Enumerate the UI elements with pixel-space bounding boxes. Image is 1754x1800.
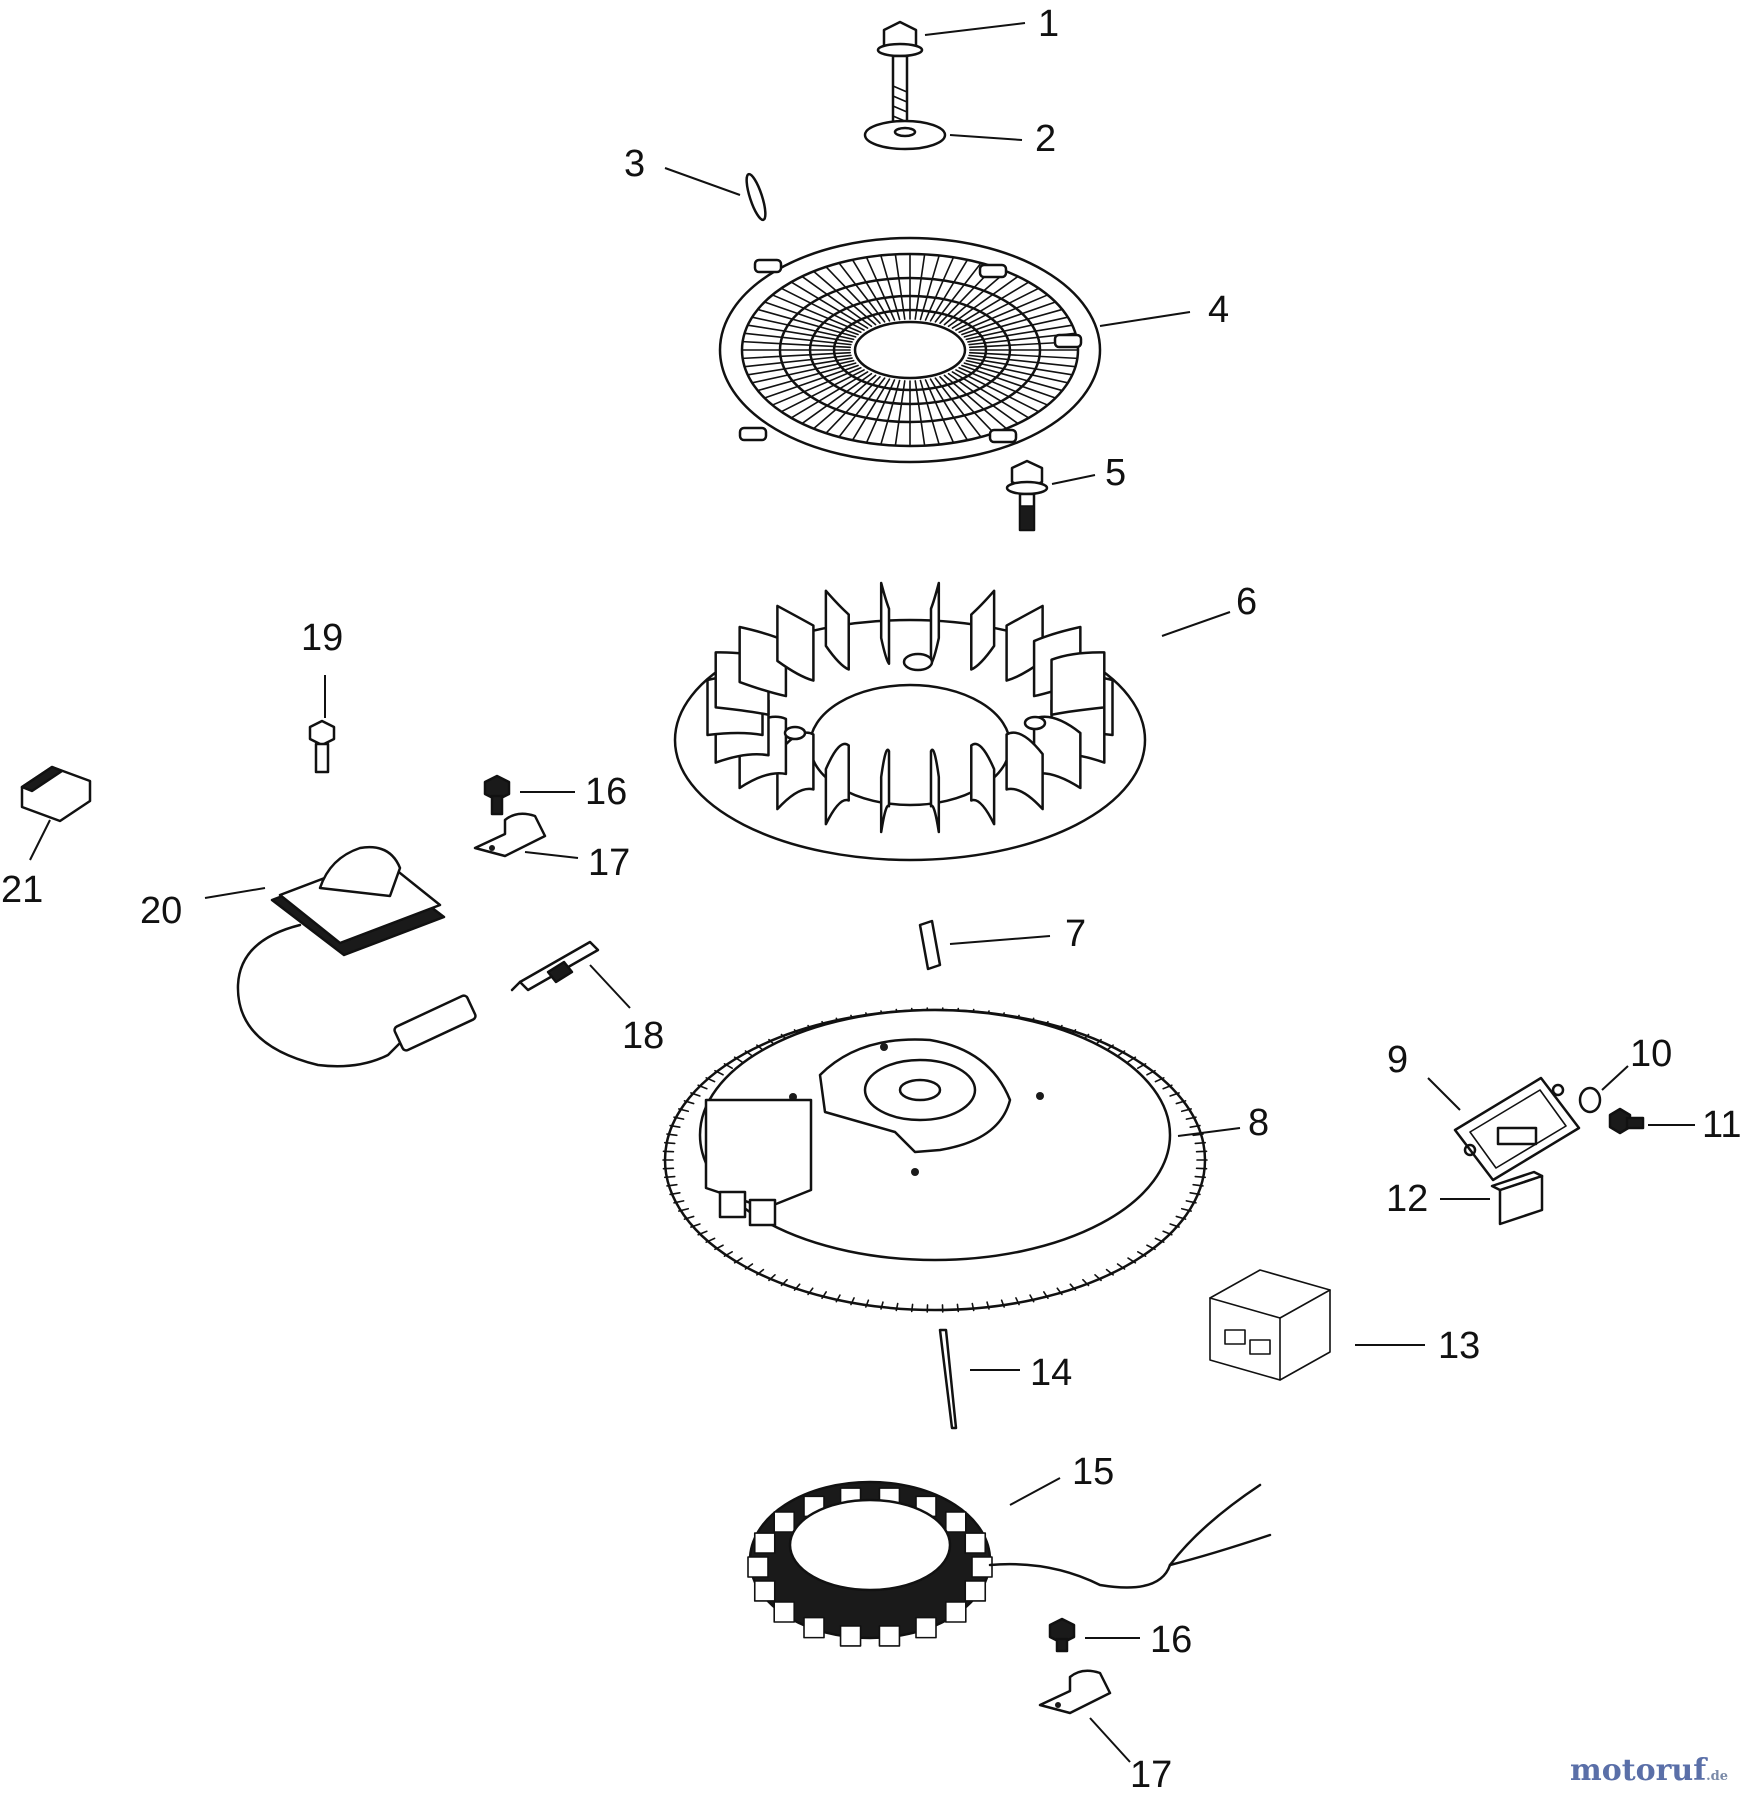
callout-13: 13 — [1438, 1325, 1480, 1367]
part-washer-10[interactable] — [1578, 1086, 1602, 1114]
part-bolt-5[interactable] — [1005, 459, 1049, 532]
callout-11: 11 — [1702, 1104, 1741, 1146]
part-key-7[interactable] — [918, 919, 942, 971]
callout-7: 7 — [1065, 913, 1086, 955]
part-connector-13[interactable] — [1209, 1269, 1331, 1381]
part-clamp-17-upper[interactable] — [473, 812, 547, 858]
callout-21: 21 — [1, 869, 43, 911]
callout-17-upper: 17 — [588, 842, 630, 884]
callout-14: 14 — [1030, 1352, 1072, 1394]
callout-3: 3 — [624, 143, 645, 185]
callout-16-lower: 16 — [1150, 1619, 1192, 1661]
callout-19: 19 — [301, 617, 343, 659]
part-lock-washer-3[interactable] — [743, 172, 769, 222]
part-rectifier-12[interactable] — [1490, 1170, 1544, 1226]
part-spark-plug-18[interactable] — [510, 940, 600, 992]
callout-5: 5 — [1105, 452, 1126, 494]
callout-20: 20 — [140, 890, 182, 932]
callout-10: 10 — [1630, 1033, 1672, 1075]
callout-17-lower: 17 — [1130, 1754, 1172, 1796]
callout-4: 4 — [1208, 289, 1229, 331]
watermark-logo: motoruf.de — [1570, 1753, 1728, 1788]
part-clip-21[interactable] — [20, 765, 92, 823]
part-screw-16-upper[interactable] — [483, 774, 511, 816]
part-washer-2[interactable] — [863, 119, 947, 151]
callout-16-upper: 16 — [585, 771, 627, 813]
callout-2: 2 — [1035, 118, 1056, 160]
callout-15: 15 — [1072, 1451, 1114, 1493]
part-regulator-9[interactable] — [1453, 1076, 1581, 1182]
callout-1: 1 — [1038, 3, 1059, 45]
part-clamp-17-lower[interactable] — [1038, 1669, 1112, 1715]
part-fan-6[interactable] — [673, 581, 1147, 862]
part-flywheel-8[interactable] — [662, 1007, 1208, 1313]
part-stator-15[interactable] — [747, 1480, 1272, 1647]
callout-12: 12 — [1386, 1178, 1428, 1220]
part-screw-11[interactable] — [1608, 1107, 1645, 1135]
callout-9: 9 — [1387, 1039, 1408, 1081]
part-bolt-1[interactable] — [876, 20, 924, 132]
watermark-main: motoruf — [1569, 1753, 1707, 1788]
watermark-suffix: .de — [1706, 1769, 1728, 1784]
part-bolt-19[interactable] — [308, 719, 336, 774]
callout-6: 6 — [1236, 581, 1257, 623]
part-pin-14[interactable] — [938, 1328, 958, 1430]
part-screw-16-lower[interactable] — [1048, 1617, 1076, 1653]
part-ignition-module-20[interactable] — [236, 845, 477, 1068]
callout-8: 8 — [1248, 1102, 1269, 1144]
callout-18: 18 — [622, 1015, 664, 1057]
part-screen-4[interactable] — [718, 236, 1102, 464]
